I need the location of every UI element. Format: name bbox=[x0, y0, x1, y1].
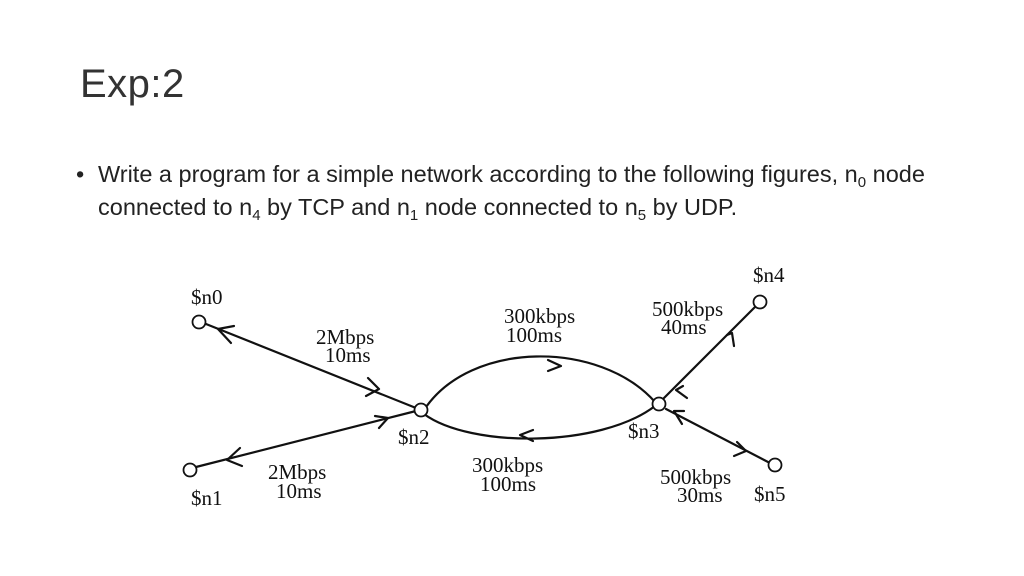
link-n3-n5-bandwidth: 500kbps bbox=[660, 465, 731, 489]
link-n0-n2-bandwidth: 2Mbps bbox=[316, 325, 374, 349]
node-n3 bbox=[651, 396, 667, 412]
arrow-toward-n5 bbox=[732, 440, 748, 458]
bullet-item: • Write a program for a simple network a… bbox=[76, 158, 996, 224]
node-label-n5: $n5 bbox=[754, 482, 786, 506]
node-label-n2: $n2 bbox=[398, 425, 430, 449]
bullet-marker: • bbox=[76, 161, 85, 187]
link-n3-n4 bbox=[662, 304, 758, 400]
slide-title: Exp:2 bbox=[80, 62, 185, 106]
bullet-text-part-3: by TCP and n bbox=[260, 194, 410, 220]
node-n0 bbox=[191, 314, 207, 330]
link-n1-n2-delay: 10ms bbox=[276, 479, 322, 503]
node-label-n1: $n1 bbox=[191, 486, 223, 510]
link-n3-n4-delay: 40ms bbox=[661, 315, 707, 339]
bullet-text-part-5: by UDP. bbox=[646, 194, 738, 220]
arrow-toward-n3-from-n4 bbox=[674, 384, 689, 400]
link-n1-n2-bandwidth: 2Mbps bbox=[268, 460, 326, 484]
arrow-toward-n4 bbox=[725, 331, 736, 348]
bullet-text-part-1: Write a program for a simple network acc… bbox=[98, 161, 858, 187]
arrow-toward-n2-from-n1 bbox=[373, 414, 390, 430]
link-n0-n2 bbox=[204, 322, 418, 410]
subscript-4: 4 bbox=[252, 207, 261, 224]
arrow-toward-n3-from-n5 bbox=[672, 409, 686, 426]
node-n5 bbox=[767, 457, 783, 473]
arrow-toward-n2-from-n0 bbox=[364, 376, 381, 398]
link-bottom-delay: 100ms bbox=[480, 472, 536, 496]
node-label-n4: $n4 bbox=[753, 263, 785, 287]
subscript-0: 0 bbox=[857, 174, 867, 191]
subscript-1: 1 bbox=[409, 207, 419, 224]
link-n3-n2-bottom bbox=[422, 404, 657, 440]
bullet-text-part-2: node connected to n bbox=[98, 161, 925, 220]
link-n1-n2 bbox=[194, 409, 418, 469]
arrow-toward-n0 bbox=[216, 324, 236, 345]
node-label-n3: $n3 bbox=[628, 419, 660, 443]
link-n3-n4-bandwidth: 500kbps bbox=[652, 297, 723, 321]
bullet-text: Write a program for a simple network acc… bbox=[98, 158, 996, 224]
link-n3-n5-delay: 30ms bbox=[677, 483, 723, 507]
link-n0-n2-delay: 10ms bbox=[325, 343, 371, 367]
arrow-bottom-curve bbox=[518, 428, 535, 443]
subscript-5: 5 bbox=[637, 207, 647, 224]
node-n2 bbox=[413, 402, 429, 418]
link-top-bandwidth: 300kbps bbox=[504, 304, 575, 328]
link-top-delay: 100ms bbox=[506, 323, 562, 347]
node-n1 bbox=[182, 462, 198, 478]
node-label-n0: $n0 bbox=[191, 285, 223, 309]
link-n2-n3-top bbox=[422, 355, 657, 412]
link-n3-n5 bbox=[664, 407, 770, 464]
arrow-toward-n1 bbox=[225, 446, 244, 468]
link-bottom-bandwidth: 300kbps bbox=[472, 453, 543, 477]
bullet-text-part-4: node connected to n bbox=[418, 194, 638, 220]
node-n4 bbox=[752, 294, 768, 310]
arrow-top-curve bbox=[546, 358, 563, 373]
